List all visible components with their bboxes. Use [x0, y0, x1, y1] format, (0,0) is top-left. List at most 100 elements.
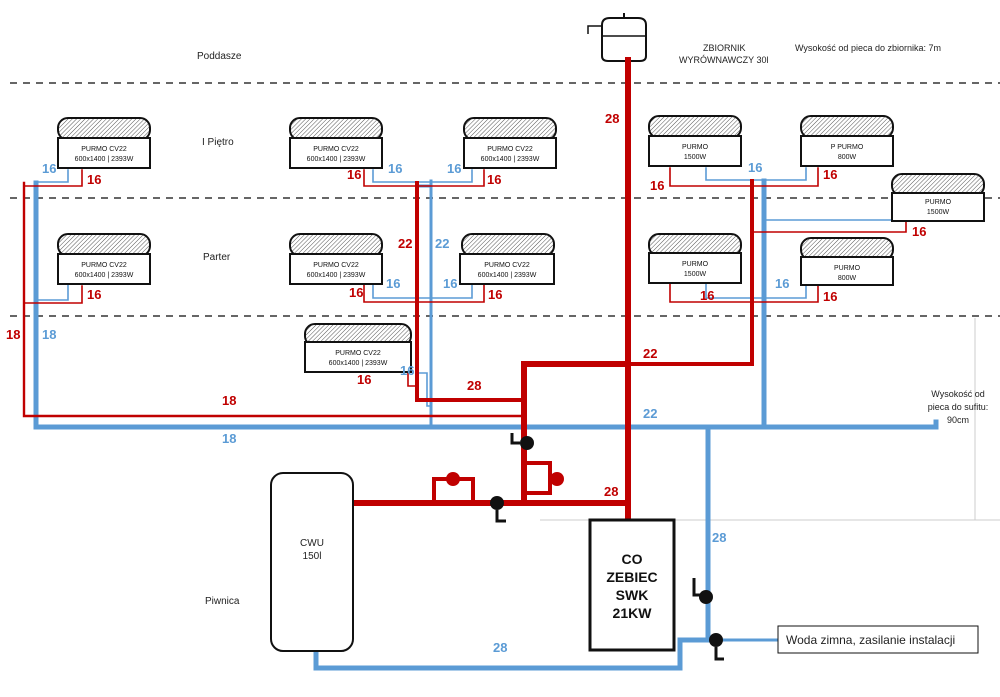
cwu-label-line1: CWU — [300, 538, 324, 549]
svg-text:600x1400 | 2393W: 600x1400 | 2393W — [478, 272, 537, 279]
svg-text:22: 22 — [643, 406, 657, 421]
svg-text:16: 16 — [447, 161, 461, 176]
expansion-tank — [587, 13, 647, 62]
supply-vert-bypass — [522, 461, 552, 495]
supply-riser-right — [626, 179, 754, 366]
svg-text:22: 22 — [643, 346, 657, 361]
pump-bypass-vertical — [550, 472, 564, 486]
floor-label-basement: Piwnica — [205, 596, 240, 607]
pump-return — [692, 578, 713, 604]
svg-text:16: 16 — [386, 276, 400, 291]
svg-text:18: 18 — [222, 431, 236, 446]
tank-label-line2: WYRÓWNAWCZY 30l — [679, 55, 769, 65]
svg-text:PURMO CV22: PURMO CV22 — [313, 262, 359, 269]
svg-text:16: 16 — [823, 167, 837, 182]
ceiling-note-line2: pieca do sufitu: — [928, 402, 989, 412]
pumps — [446, 433, 724, 661]
svg-text:28: 28 — [712, 530, 726, 545]
svg-text:P PURMO: P PURMO — [831, 144, 864, 151]
radiator-first-ppurmo: P PURMO 800W — [800, 115, 894, 167]
svg-text:PURMO CV22: PURMO CV22 — [335, 350, 381, 357]
tank-label-line1: ZBIORNIK — [703, 43, 746, 53]
svg-text:18: 18 — [6, 327, 20, 342]
floor-separators — [10, 82, 1000, 317]
radiator-first-mid: PURMO CV22 600x1400 | 2393W — [289, 117, 383, 169]
cwu-tank — [270, 472, 354, 652]
svg-text:PURMO CV22: PURMO CV22 — [81, 262, 127, 269]
supply-riser-mid — [415, 181, 526, 402]
svg-text:PURMO CV22: PURMO CV22 — [484, 262, 530, 269]
floor-label-attic: Poddasze — [197, 51, 242, 62]
supply-line-18 — [22, 181, 526, 418]
svg-text:22: 22 — [435, 236, 449, 251]
pump-vertical-top — [510, 433, 534, 450]
radiator-ground-small: PURMO 800W — [800, 237, 894, 286]
pipe-size-labels: 16 16 16 16 16 16 16 16 16 16 16 16 16 1… — [6, 111, 926, 655]
svg-text:600x1400 | 2393W: 600x1400 | 2393W — [75, 272, 134, 279]
svg-text:800W: 800W — [838, 275, 857, 282]
svg-text:PURMO: PURMO — [682, 261, 709, 268]
ceiling-note-line1: Wysokość od — [931, 389, 984, 399]
tank-body — [601, 17, 647, 62]
pump-water-feed — [709, 633, 724, 661]
svg-text:1500W: 1500W — [927, 209, 950, 216]
return-cwu-loop — [313, 637, 711, 671]
svg-text:600x1400 | 2393W: 600x1400 | 2393W — [75, 156, 134, 163]
radiator-ground-purmo: PURMO 1500W — [648, 233, 742, 284]
svg-text:800W: 800W — [838, 154, 857, 161]
radiators: PURMO CV22 600x1400 | 2393W PURMO CV22 6… — [57, 115, 985, 373]
radiator-ground-right: PURMO CV22 600x1400 | 2393W — [459, 233, 555, 285]
svg-text:28: 28 — [605, 111, 619, 126]
radiator-ground-mid: PURMO CV22 600x1400 | 2393W — [289, 233, 383, 285]
ceiling-note-line3: 90cm — [947, 415, 969, 425]
svg-text:16: 16 — [87, 172, 101, 187]
svg-text:600x1400 | 2393W: 600x1400 | 2393W — [329, 360, 388, 367]
radiator-first-right: PURMO CV22 600x1400 | 2393W — [463, 117, 557, 169]
svg-text:16: 16 — [775, 276, 789, 291]
svg-text:28: 28 — [604, 484, 618, 499]
svg-text:16: 16 — [400, 363, 414, 378]
cold-water-label: Woda zimna, zasilanie instalacji — [786, 633, 955, 647]
boiler-label-line2: ZEBIEC — [606, 569, 657, 585]
boiler-label-line4: 21KW — [613, 605, 653, 621]
svg-text:PURMO CV22: PURMO CV22 — [313, 146, 359, 153]
floor-label-ground: Parter — [203, 252, 231, 263]
svg-text:PURMO: PURMO — [925, 199, 952, 206]
tank-height-note: Wysokość od pieca do zbiornika: 7m — [795, 43, 941, 53]
svg-text:16: 16 — [823, 289, 837, 304]
svg-text:PURMO CV22: PURMO CV22 — [487, 146, 533, 153]
svg-text:16: 16 — [487, 172, 501, 187]
svg-text:PURMO: PURMO — [834, 265, 861, 272]
pump-bypass-cwu — [446, 472, 460, 486]
boiler-label-line3: SWK — [616, 587, 649, 603]
svg-text:16: 16 — [912, 224, 926, 239]
svg-text:16: 16 — [347, 167, 361, 182]
svg-text:28: 28 — [467, 378, 481, 393]
svg-text:16: 16 — [87, 287, 101, 302]
floor-label-first: I Piętro — [202, 137, 234, 148]
svg-text:28: 28 — [493, 640, 507, 655]
svg-text:16: 16 — [700, 288, 714, 303]
cold-water-box — [777, 625, 979, 654]
svg-text:1500W: 1500W — [684, 154, 707, 161]
svg-text:16: 16 — [650, 178, 664, 193]
svg-text:16: 16 — [488, 287, 502, 302]
boiler-label-line1: CO — [622, 551, 643, 567]
svg-text:18: 18 — [222, 393, 236, 408]
svg-text:16: 16 — [388, 161, 402, 176]
pump-cwu-line — [490, 496, 506, 523]
svg-text:PURMO CV22: PURMO CV22 — [81, 146, 127, 153]
return-main-bottom — [33, 180, 939, 430]
svg-text:PURMO: PURMO — [682, 144, 709, 151]
svg-text:16: 16 — [443, 276, 457, 291]
svg-text:18: 18 — [42, 327, 56, 342]
svg-text:16: 16 — [349, 285, 363, 300]
radiator-ground-left: PURMO CV22 600x1400 | 2393W — [57, 233, 151, 285]
boiler — [588, 518, 676, 652]
radiator-first-purmo: PURMO 1500W — [648, 115, 742, 167]
radiator-side: PURMO 1500W — [891, 173, 985, 222]
svg-text:16: 16 — [748, 160, 762, 175]
svg-text:22: 22 — [398, 236, 412, 251]
svg-text:16: 16 — [42, 161, 56, 176]
